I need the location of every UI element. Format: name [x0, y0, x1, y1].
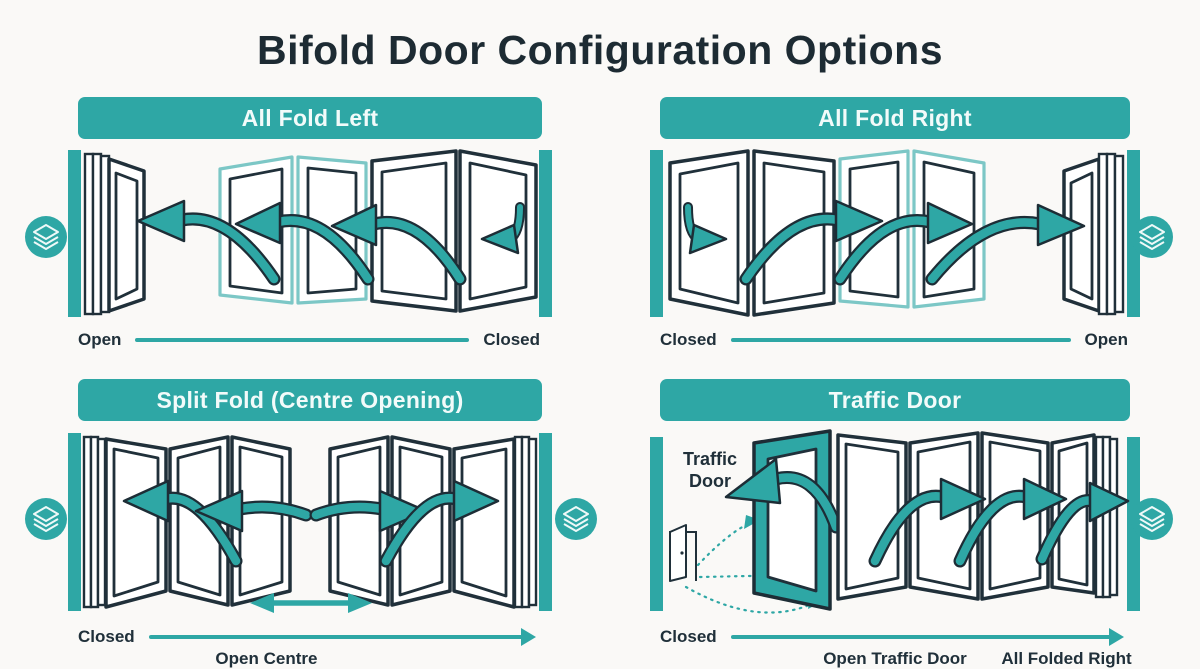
- layers-stack-icon: [1131, 498, 1173, 540]
- panel-grid: All Fold Left: [25, 97, 1173, 669]
- closed-label: Closed: [660, 627, 717, 646]
- panel-header-traffic-door: Traffic Door: [660, 379, 1130, 421]
- panel-all-fold-right: All Fold Right: [650, 97, 1173, 350]
- footer-all-fold-left: Open Closed: [68, 330, 552, 350]
- page-title: Bifold Door Configuration Options: [256, 27, 944, 73]
- diagram-split-fold: [68, 429, 552, 619]
- sublabels-traffic-door: Open Traffic Door All Folded Right: [650, 649, 1140, 669]
- closed-label: Closed: [483, 330, 540, 349]
- fold-left-arrow: [136, 199, 281, 286]
- fold-right-arrow: [953, 477, 1068, 568]
- layers-stack-icon: [25, 216, 67, 258]
- all-folded-right-label: All Folded Right: [1001, 649, 1132, 668]
- traffic-door-annotation-line1: Traffic: [683, 449, 737, 469]
- panel-header-all-fold-left: All Fold Left: [78, 97, 542, 139]
- footer-traffic-door: Closed: [650, 627, 1140, 647]
- fold-left-arrow: [330, 203, 467, 286]
- open-label: Open: [78, 330, 122, 349]
- opening-direction-arrow: [148, 634, 526, 640]
- fold-right-arrow: [868, 477, 987, 568]
- fold-right-arrow: [379, 479, 500, 568]
- footer-all-fold-right: Closed Open: [650, 330, 1140, 350]
- diagram-traffic-door: Traffic Door: [650, 429, 1140, 619]
- closed-label: Closed: [660, 330, 717, 349]
- panel-header-split-fold: Split Fold (Centre Opening): [78, 379, 542, 421]
- open-door-icon: [669, 524, 697, 582]
- open-label: Open: [1084, 330, 1128, 349]
- bifold-doors-split-fold-drawing: [68, 433, 552, 613]
- footer-split-fold: Closed: [68, 627, 552, 647]
- open-centre-label: Open Centre: [215, 649, 318, 668]
- panel-title: Traffic Door: [828, 386, 962, 413]
- panel-title: All Fold Right: [818, 104, 972, 131]
- bifold-doors-fold-right-drawing: [650, 149, 1140, 317]
- panel-title: Split Fold (Centre Opening): [156, 386, 464, 413]
- fold-left-small-arrow: [480, 202, 525, 255]
- centre-gap-double-arrow: [250, 593, 372, 613]
- layers-stack-icon: [25, 498, 67, 540]
- bifold-doors-fold-left-drawing: [68, 149, 552, 317]
- fold-right-arrow: [833, 201, 974, 286]
- opening-direction-arrow: [730, 634, 1114, 640]
- fold-left-arrow: [194, 489, 313, 533]
- layers-stack-icon: [555, 498, 597, 540]
- fold-right-arrow: [309, 489, 428, 533]
- panel-traffic-door: Traffic Door Traffic Door: [650, 379, 1173, 669]
- fold-right-arrow: [739, 199, 884, 286]
- traffic-door-annotation-line2: Door: [689, 471, 731, 491]
- fold-right-small-arrow: [683, 202, 728, 255]
- panel-header-all-fold-right: All Fold Right: [660, 97, 1130, 139]
- travel-line: [135, 337, 470, 343]
- traffic-door-open-arrow: [724, 457, 843, 534]
- travel-line: [730, 337, 1071, 343]
- fold-right-arrow: [925, 203, 1086, 286]
- fold-left-arrow: [234, 201, 375, 286]
- sublabels-split-fold: Open Centre: [68, 649, 552, 669]
- diagram-all-fold-right: [650, 147, 1140, 322]
- layers-stack-icon: [1131, 216, 1173, 258]
- panel-split-fold: Split Fold (Centre Opening): [25, 379, 597, 669]
- panel-all-fold-left: All Fold Left: [25, 97, 552, 350]
- diagram-all-fold-left: [68, 147, 552, 322]
- panel-title: All Fold Left: [241, 104, 379, 131]
- open-traffic-door-label: Open Traffic Door: [823, 649, 967, 668]
- fold-right-arrow: [1035, 481, 1130, 566]
- closed-label: Closed: [78, 627, 135, 646]
- bifold-doors-traffic-door-drawing: Traffic Door: [650, 429, 1140, 614]
